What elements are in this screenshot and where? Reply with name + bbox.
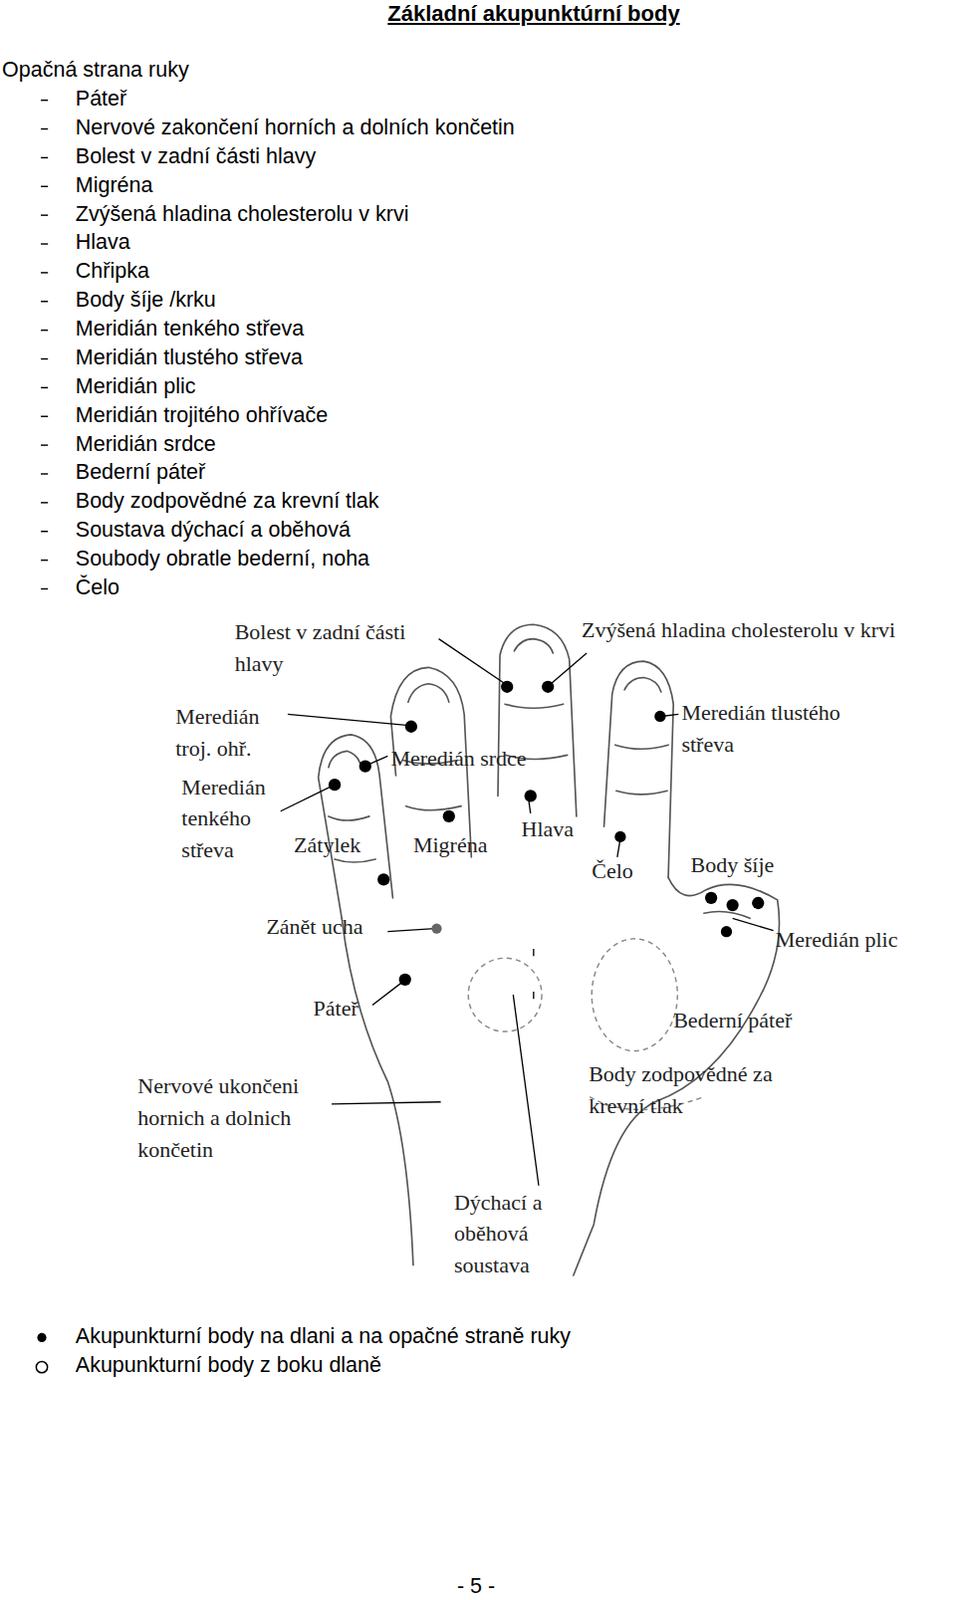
list-dash [40, 358, 48, 360]
list-item: Meridián tenkého střeva [75, 316, 304, 343]
list-dash [40, 501, 48, 503]
list-item: Soustava dýchací a oběhová [75, 517, 351, 544]
list-item: Meridián trojitého ohřívače [75, 403, 328, 430]
hand-label: Zvýšená hladina cholesterolu v krvi [581, 614, 896, 647]
hand-label: Nervové ukončeni hornich a dolnich konče… [137, 1070, 354, 1167]
list-dash [40, 128, 48, 130]
list-item: Chřipka [75, 258, 150, 285]
hand-label: Meredián tlustého střeva [681, 697, 881, 761]
hand-label: Zátylek [293, 829, 361, 862]
legend-ring [35, 1362, 47, 1374]
list-dash [40, 387, 48, 389]
list-dash [40, 329, 48, 331]
list-item: Soubody obratle bederní, noha [75, 546, 370, 573]
hand-label: Body zodpovědné za krevní tlak [588, 1058, 819, 1123]
hand-label: Meredián tenkého střeva [181, 771, 286, 868]
list-item: Čelo [75, 575, 120, 602]
hand-label: Zánět ucha [265, 911, 363, 944]
list-dash [40, 214, 48, 216]
list-dash [40, 186, 48, 188]
list-dash [40, 444, 48, 446]
list-item: Bolest v zadní části hlavy [75, 144, 316, 171]
hand-label: Páteř [313, 992, 359, 1025]
hand-label: Čelo [591, 855, 634, 888]
legend-dot [36, 1333, 46, 1343]
list-item: Meridián srdce [75, 432, 217, 459]
hand-label: Dýchací a oběhová soustava [454, 1187, 569, 1283]
list-dash [40, 473, 48, 475]
legend-text: Akupunkturní body na dlani a na opačné s… [75, 1324, 571, 1351]
page-number: - 5 - [457, 1574, 495, 1600]
list-dash [40, 416, 48, 418]
list-item: Meridián tlustého střeva [75, 345, 303, 372]
hand-label: Bolest v zadní části hlavy [235, 616, 445, 681]
list-dash [40, 271, 48, 273]
list-dash [40, 99, 48, 101]
list-dash [40, 530, 48, 532]
list-dash [40, 300, 48, 302]
list-dash [40, 559, 48, 561]
list-item: Páteř [75, 86, 127, 113]
legend-text: Akupunkturní body z boku dlaně [75, 1353, 382, 1380]
list-item: Body zodpovědné za krevní tlak [75, 488, 380, 515]
list-dash [40, 588, 48, 590]
list-item: Meridián plic [75, 374, 197, 401]
hand-label: Migréna [413, 829, 488, 862]
hand-label: Body šíje [691, 849, 775, 882]
list-item: Migréna [75, 173, 154, 200]
list-item: Zvýšená hladina cholesterolu v krvi [75, 202, 410, 229]
hand-label: Meredián plic [775, 924, 899, 956]
list-item: Body šíje /krku [75, 287, 217, 314]
hand-label: Bederní páteř [673, 1004, 792, 1037]
list-item: Nervové zakončení horních a dolních konč… [75, 115, 515, 142]
hand-label: Meredián troj. ohř. [175, 701, 290, 765]
list-dash [40, 157, 48, 159]
list-item: Bederní páteř [75, 460, 206, 486]
list-dash [40, 242, 48, 244]
list-heading: Opačná strana ruky [1, 57, 190, 84]
page-title: Základní akupunktúrní body [387, 0, 680, 27]
hand-label: Meredián srdce [390, 742, 526, 775]
hand-label: Hlava [521, 813, 575, 846]
list-item: Hlava [75, 230, 131, 256]
